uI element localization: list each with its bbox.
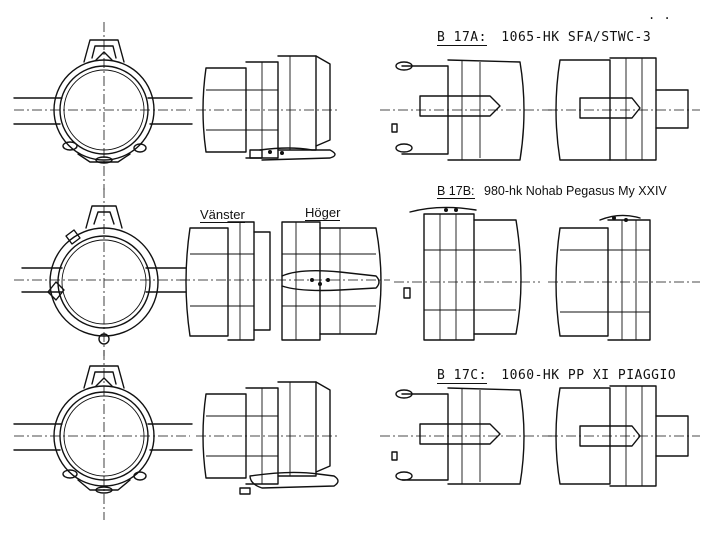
row-a-side-view: [196, 55, 340, 161]
row-b-front-view: [14, 188, 190, 356]
right-side-label: Höger: [305, 205, 341, 221]
row-a-front-view: [13, 22, 193, 190]
variant-c-engine: 1060-HK PP XI PIAGGIO: [501, 368, 677, 383]
row-b-right-side-view: [276, 221, 390, 341]
row-c-top-view: [548, 385, 700, 487]
variant-a-code: B 17A:: [437, 30, 487, 46]
variant-a-title: B 17A: 1065-HK SFA/STWC-3: [437, 30, 652, 46]
variant-c-code: B 17C:: [437, 368, 487, 384]
corner-mark: . .: [648, 8, 672, 22]
row-a-top-view: [548, 57, 700, 161]
variant-b-title: B 17B: 980-hk Nohab Pegasus My XXIV: [437, 184, 667, 199]
row-b-bottom-view: [394, 206, 540, 341]
row-c-bottom-view: [380, 387, 560, 485]
variant-b-code: B 17B:: [437, 184, 475, 199]
row-b-top-view: [548, 214, 700, 341]
row-b-left-side-view: [180, 221, 274, 341]
row-c-side-view: [196, 381, 340, 495]
left-side-label: Vänster: [200, 207, 245, 223]
variant-a-engine: 1065-HK SFA/STWC-3: [501, 30, 652, 45]
row-a-bottom-view: [380, 59, 560, 161]
variant-c-title: B 17C: 1060-HK PP XI PIAGGIO: [437, 368, 677, 384]
variant-b-engine: 980-hk Nohab Pegasus My XXIV: [484, 184, 667, 198]
row-c-front-view: [13, 350, 193, 520]
